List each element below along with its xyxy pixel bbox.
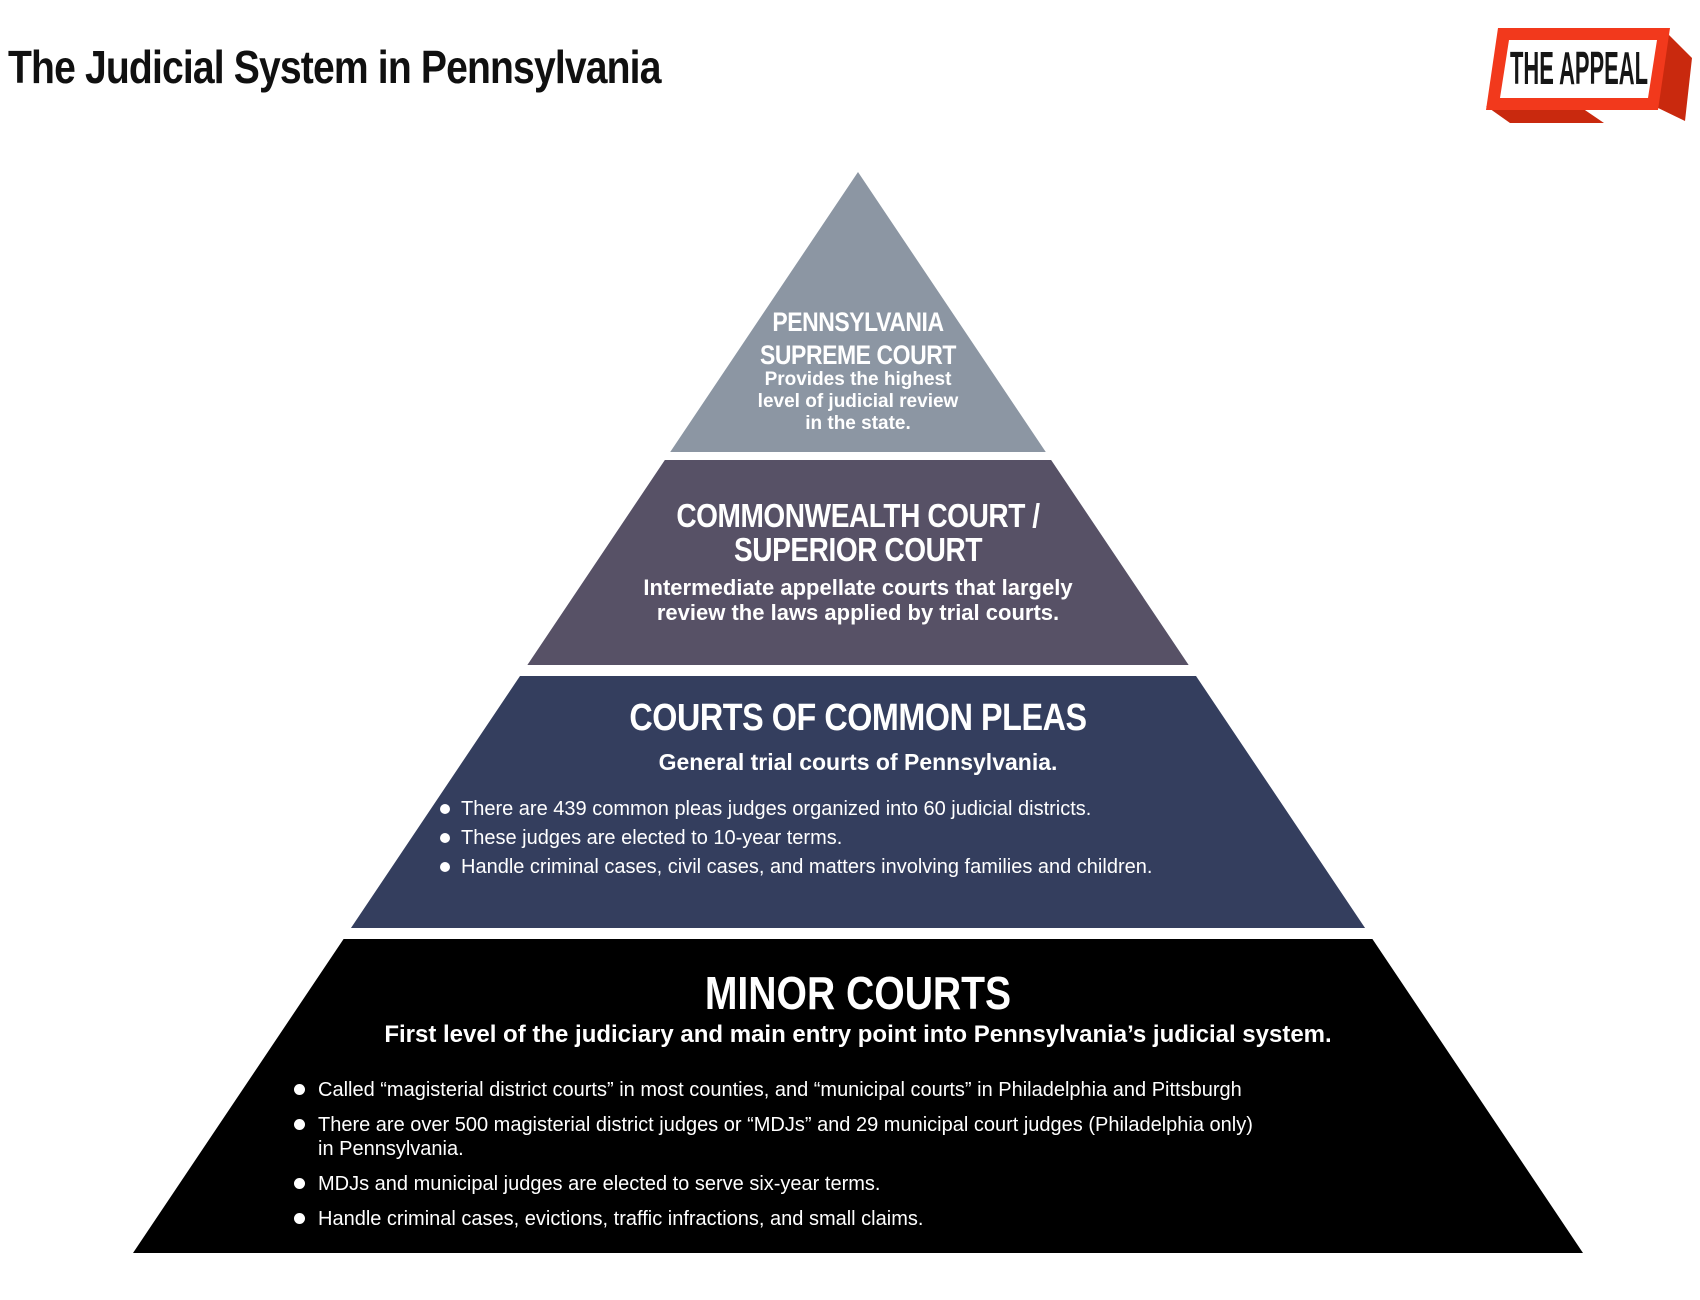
- pyramid-diagram: PENNSYLVANIA SUPREME COURT Provides the …: [133, 172, 1583, 1253]
- list-item: Handle criminal cases, civil cases, and …: [440, 853, 1340, 882]
- list-item: Handle criminal cases, evictions, traffi…: [294, 1207, 1414, 1231]
- list-item: MDJs and municipal judges are elected to…: [294, 1172, 1414, 1196]
- bullet-dot-icon: [294, 1084, 305, 1095]
- bullet-text: MDJs and municipal judges are elected to…: [318, 1173, 881, 1195]
- bullet-text: There are 439 common pleas judges organi…: [461, 798, 1092, 820]
- bullet-dot-icon: [440, 862, 450, 872]
- list-item: There are 439 common pleas judges organi…: [440, 795, 1340, 824]
- commonwealth-superior-description: Intermediate appellate courts that large…: [643, 575, 1073, 625]
- list-item: These judges are elected to 10-year term…: [440, 824, 1340, 853]
- bullet-dot-icon: [294, 1213, 305, 1224]
- common-pleas-title: COURTS OF COMMON PLEAS: [629, 697, 1087, 739]
- minor-courts-bullet-list: Called “magisterial district courts” in …: [294, 1078, 1414, 1242]
- bullet-dot-icon: [294, 1178, 305, 1189]
- appeal-logo-graphic: THE APPEAL: [1486, 28, 1692, 123]
- page-title: The Judicial System in Pennsylvania: [8, 41, 661, 93]
- minor-courts-description: First level of the judiciary and main en…: [384, 1021, 1332, 1048]
- supreme-court-description: Provides the highest level of judicial r…: [757, 369, 959, 434]
- list-item: There are over 500 magisterial district …: [294, 1113, 1414, 1161]
- bullet-text: There are over 500 magisterial district …: [318, 1114, 1253, 1160]
- bullet-text: These judges are elected to 10-year term…: [461, 827, 843, 849]
- bullet-text: Called “magisterial district courts” in …: [318, 1079, 1242, 1101]
- appeal-logo: THE APPEAL: [1484, 26, 1692, 123]
- logo-inner: [1500, 40, 1657, 98]
- bullet-dot-icon: [440, 804, 450, 814]
- common-pleas-description: General trial courts of Pennsylvania.: [658, 749, 1058, 775]
- bullet-text: Handle criminal cases, civil cases, and …: [461, 856, 1153, 878]
- bullet-dot-icon: [440, 833, 450, 843]
- bullet-dot-icon: [294, 1119, 305, 1130]
- level-minor-courts-shape: [133, 939, 1583, 1253]
- minor-courts-title: MINOR COURTS: [704, 967, 1012, 1019]
- common-pleas-bullet-list: There are 439 common pleas judges organi…: [440, 795, 1340, 882]
- list-item: Called “magisterial district courts” in …: [294, 1078, 1414, 1102]
- supreme-court-title: PENNSYLVANIA SUPREME COURT: [760, 307, 956, 370]
- commonwealth-superior-title: COMMONWEALTH COURT / SUPERIOR COURT: [676, 497, 1040, 568]
- logo-fold-bottom-left: [1486, 106, 1604, 123]
- appeal-logo-text: THE APPEAL: [1510, 42, 1648, 94]
- bullet-text: Handle criminal cases, evictions, traffi…: [318, 1208, 924, 1230]
